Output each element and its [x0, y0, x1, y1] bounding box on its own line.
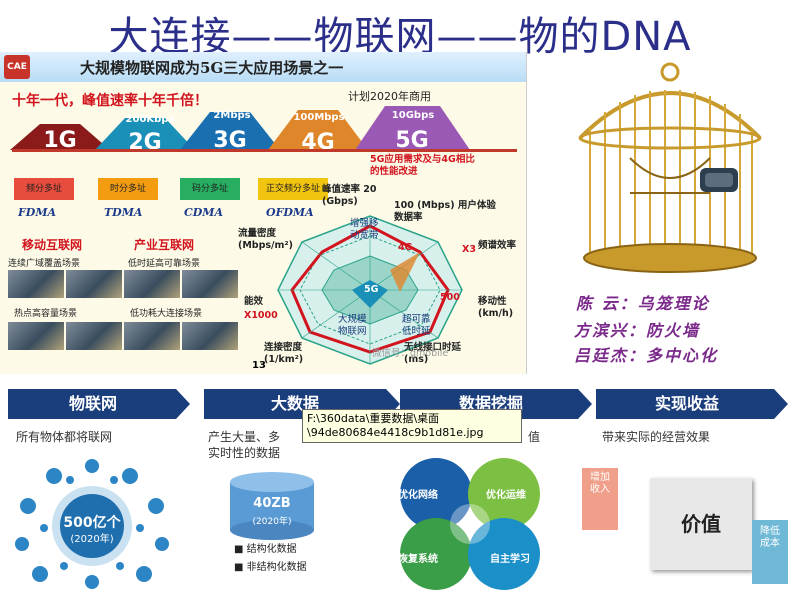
- db-legend-unstructured: ■ 非结构化数据: [234, 562, 307, 573]
- radar-4g: 4G: [398, 242, 413, 253]
- plan-note: 计划2020年商用: [348, 90, 431, 103]
- cae-logo: CAE: [4, 55, 30, 79]
- step-revenue-desc: 带来实际的经营效果: [602, 430, 711, 444]
- reduce-cost-label: 降低成本: [760, 526, 780, 549]
- db-legend-structured-label: 结构化数据: [246, 544, 297, 555]
- watermark: 微信号：gmobile: [372, 348, 449, 359]
- slide-slogan: 十年一代，峰值速率十年千倍！: [12, 93, 208, 109]
- value-label: 价值: [681, 512, 721, 536]
- radar-embb: 增强移动宽带: [350, 218, 379, 241]
- industry-internet-title: 产业互联网: [134, 238, 195, 252]
- mining-optimize-network: 优化网络: [398, 490, 438, 501]
- ofdma-block: 正交频分多址: [258, 178, 328, 200]
- slide-page-number: 13: [252, 360, 266, 371]
- radar-user-rate: 100 (Mbps) 用户体验数据率: [394, 200, 496, 223]
- radar-mmtc: 大规模物联网: [338, 314, 367, 337]
- mining-circles: [400, 458, 540, 590]
- radar-500: 500: [440, 292, 460, 303]
- radar-note: 5G应用需求及与4G相比的性能改进: [370, 154, 475, 177]
- cdma-label: CDMA: [184, 206, 224, 219]
- radar-5g: 5G: [364, 284, 379, 295]
- gen-5g-rate: 10Gbps: [391, 110, 435, 121]
- radar-efficiency: 能效: [244, 296, 264, 307]
- scene-image: [124, 270, 180, 298]
- gen-4g-rate: 100Mbps: [293, 112, 345, 123]
- mining-restore-system: 恢复系统: [398, 554, 438, 565]
- increase-revenue-box: [582, 468, 618, 530]
- scene-image: [8, 322, 64, 350]
- step-big-data-desc-2: 实时性的数据: [208, 446, 281, 460]
- step-big-data-desc: 产生大量、多: [208, 430, 281, 444]
- scene-wide-coverage: 连续广域覆盖场景: [8, 259, 81, 269]
- scene-low-latency: 低时延高可靠场景: [128, 259, 201, 269]
- step-iot-desc: 所有物体都将联网: [16, 430, 113, 444]
- scene-hotspot: 热点高容量场景: [14, 309, 78, 319]
- radar-traffic: 流量密度 (Mbps/m²): [238, 228, 293, 251]
- radar-mobility: 移动性 (km/h): [478, 296, 514, 319]
- gen-5g: 5G: [395, 128, 429, 153]
- step-data-mining: 数据挖掘: [458, 394, 523, 413]
- scene-image: [182, 270, 238, 298]
- name-chen-yun: 陈 云：乌笼理论: [576, 294, 710, 313]
- radar-connection: 连接密度 (1/km²): [264, 342, 304, 365]
- db-legend-structured: ■ 结构化数据: [234, 544, 297, 555]
- tooltip-text: F:\360data\重要数据\桌面 \94de80684e4418c9b1d8…: [307, 412, 484, 439]
- iot-count: 500亿个: [63, 515, 121, 531]
- ofdma-label: OFDMA: [266, 206, 314, 219]
- tdma-block: 时分多址: [98, 178, 158, 200]
- step-iot: 物联网: [68, 394, 117, 413]
- slide-title: 大规模物联网成为5G三大应用场景之一: [80, 59, 344, 77]
- value-box: [650, 478, 752, 570]
- gen-1g: 1G: [43, 128, 77, 153]
- radar-diagram: [277, 215, 463, 365]
- name-lv-tingjie: 吕廷杰：多中心化: [574, 346, 719, 365]
- mining-optimize-ops: 优化运维: [486, 490, 526, 501]
- gen-3g-rate: 2Mbps: [213, 110, 251, 121]
- generation-arrows: [10, 106, 470, 150]
- scene-image: [66, 322, 122, 350]
- database-icon: [230, 472, 314, 540]
- step-big-data: 大数据: [270, 394, 319, 413]
- file-path-tooltip: F:\360data\重要数据\桌面 \94de80684e4418c9b1d8…: [302, 409, 522, 443]
- gen-2g-rate: 200Kbps: [125, 114, 175, 125]
- cdma-block: 码分多址: [180, 178, 240, 200]
- slide-5g-image: CAE 大规模物联网成为5G三大应用场景之一 十年一代，峰值速率十年千倍！ 计划…: [0, 52, 527, 374]
- slide-header: [0, 52, 526, 82]
- scene-image: [182, 322, 238, 350]
- mining-self-learning: 自主学习: [490, 554, 530, 565]
- db-legend-unstructured-label: 非结构化数据: [246, 562, 307, 573]
- mobile-internet-title: 移动互联网: [22, 238, 83, 252]
- step-revenue: 实现收益: [654, 394, 719, 413]
- radar-latency: 无线接口时延 (ms): [404, 342, 462, 365]
- scene-image: [124, 322, 180, 350]
- scene-image: [8, 270, 64, 298]
- scene-low-power: 低功耗大连接场景: [130, 309, 203, 319]
- scene-image: [66, 270, 122, 298]
- timeline-line: [12, 149, 517, 152]
- db-year: (2020年): [252, 517, 292, 527]
- fdma-label: FDMA: [18, 206, 57, 219]
- radar-urllc: 超可靠低时延: [402, 314, 431, 337]
- db-size: 40ZB: [253, 496, 291, 511]
- radar-peak-rate: 峰值速率 20 (Gbps): [322, 184, 377, 207]
- iot-devices-graphic: [15, 459, 169, 589]
- name-fang-binxing: 方滨兴：防火墙: [574, 321, 701, 340]
- increase-revenue-label: 增加收入: [590, 472, 610, 495]
- reduce-cost-box: [752, 520, 788, 584]
- radar-x3: X3: [462, 244, 476, 255]
- gen-3g: 3G: [213, 128, 247, 153]
- radar-spectrum: 频谱效率: [478, 240, 517, 251]
- fdma-block: 频分多址: [14, 178, 74, 200]
- tdma-label: TDMA: [104, 206, 143, 219]
- step-mining-desc: 值: [528, 430, 541, 444]
- birdcage-image: [560, 58, 780, 278]
- radar-x1000: X1000: [244, 310, 278, 321]
- iot-year: (2020年): [70, 534, 114, 545]
